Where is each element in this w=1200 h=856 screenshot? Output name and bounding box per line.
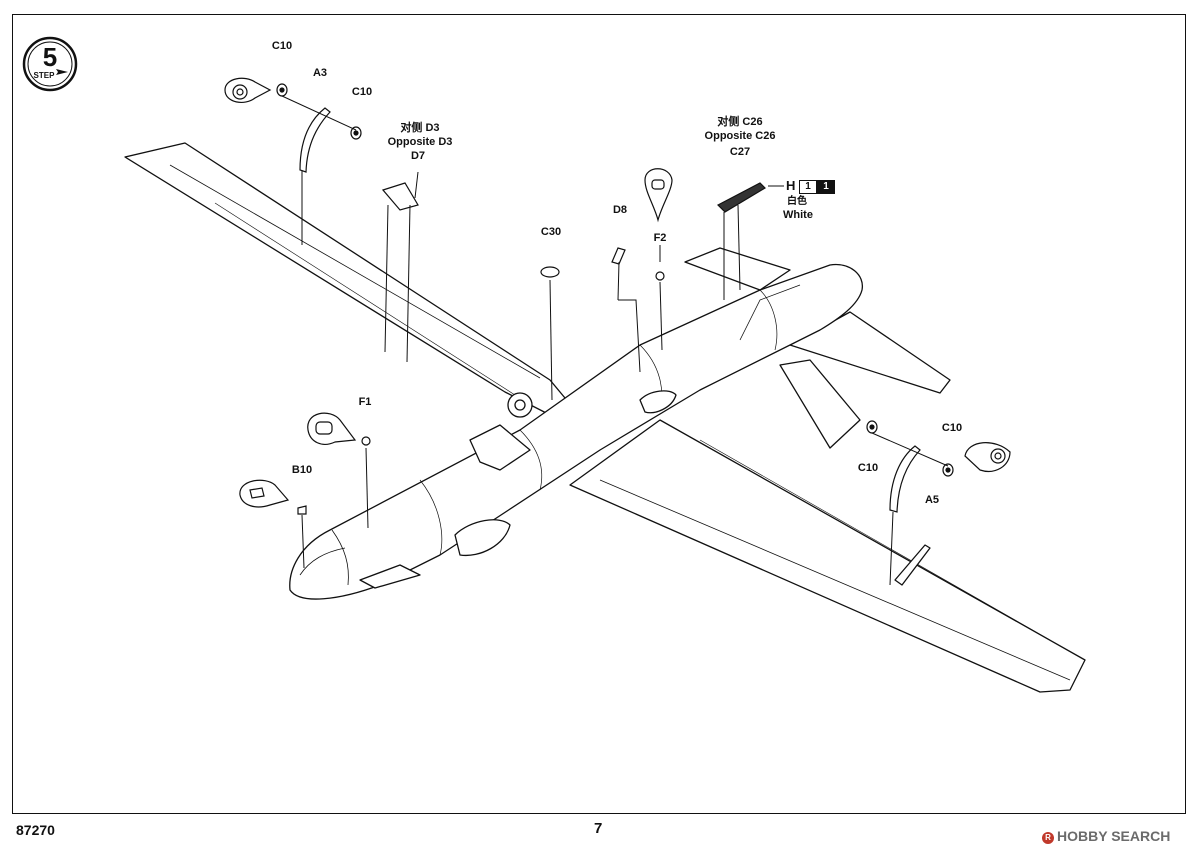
label-f1: F1 (358, 396, 372, 408)
fuselage (289, 263, 863, 600)
label-d7: D7 (410, 150, 426, 162)
f1-detail (315, 421, 333, 435)
c30-part (540, 266, 560, 278)
b10-detail (249, 487, 265, 499)
paint-color-cn: 白色 (787, 196, 807, 207)
label-c26-cn: 对侧 C26 (717, 116, 763, 128)
f2-part (655, 271, 665, 281)
plane-icon (56, 69, 68, 75)
c27-rail (716, 182, 766, 213)
right-wing (569, 419, 1086, 693)
step-badge: 5 STEP (22, 36, 78, 92)
f1-part (361, 436, 371, 446)
paint-code: H (786, 178, 796, 193)
step-label: STEP (34, 71, 56, 80)
d8-bracket (611, 247, 626, 265)
label-c10: C10 (857, 462, 879, 474)
page-number: 7 (594, 820, 603, 837)
b10-part (297, 505, 307, 515)
paint-color-en: White (783, 209, 813, 221)
paint-box-1: 1 (799, 179, 818, 194)
label-d3-en: Opposite D3 (387, 136, 453, 148)
label-f2: F2 (653, 232, 667, 244)
label-c10: C10 (351, 86, 373, 98)
d7-part (381, 182, 419, 211)
tail-left (684, 247, 791, 291)
left-wing-flap (169, 164, 541, 379)
step-number: 5 (43, 42, 57, 72)
label-a3: A3 (312, 67, 328, 79)
label-a5: A5 (924, 494, 940, 506)
label-c26-en: Opposite C26 (704, 130, 776, 142)
registered-icon: R (1042, 832, 1054, 844)
label-c27: C27 (729, 146, 751, 158)
vertical-fin (779, 359, 861, 449)
label-c10: C10 (941, 422, 963, 434)
f2-detail (651, 179, 665, 190)
a5-strut (889, 445, 921, 513)
paint-box-2: 1 (817, 179, 836, 194)
label-c10: C10 (271, 40, 293, 52)
label-c30: C30 (540, 226, 562, 238)
watermark-text: HOBBY SEARCH (1057, 828, 1171, 844)
label-d8: D8 (612, 204, 628, 216)
intake-lower (454, 519, 511, 557)
label-d3-cn: 对侧 D3 (400, 122, 440, 134)
product-code: 87270 (16, 822, 55, 838)
label-b10: B10 (291, 464, 313, 476)
a3-strut (299, 107, 331, 173)
instruction-sheet-frame (12, 14, 1186, 814)
cockpit-opening (469, 424, 531, 471)
intake-upper (639, 390, 677, 414)
left-wing (124, 142, 576, 421)
